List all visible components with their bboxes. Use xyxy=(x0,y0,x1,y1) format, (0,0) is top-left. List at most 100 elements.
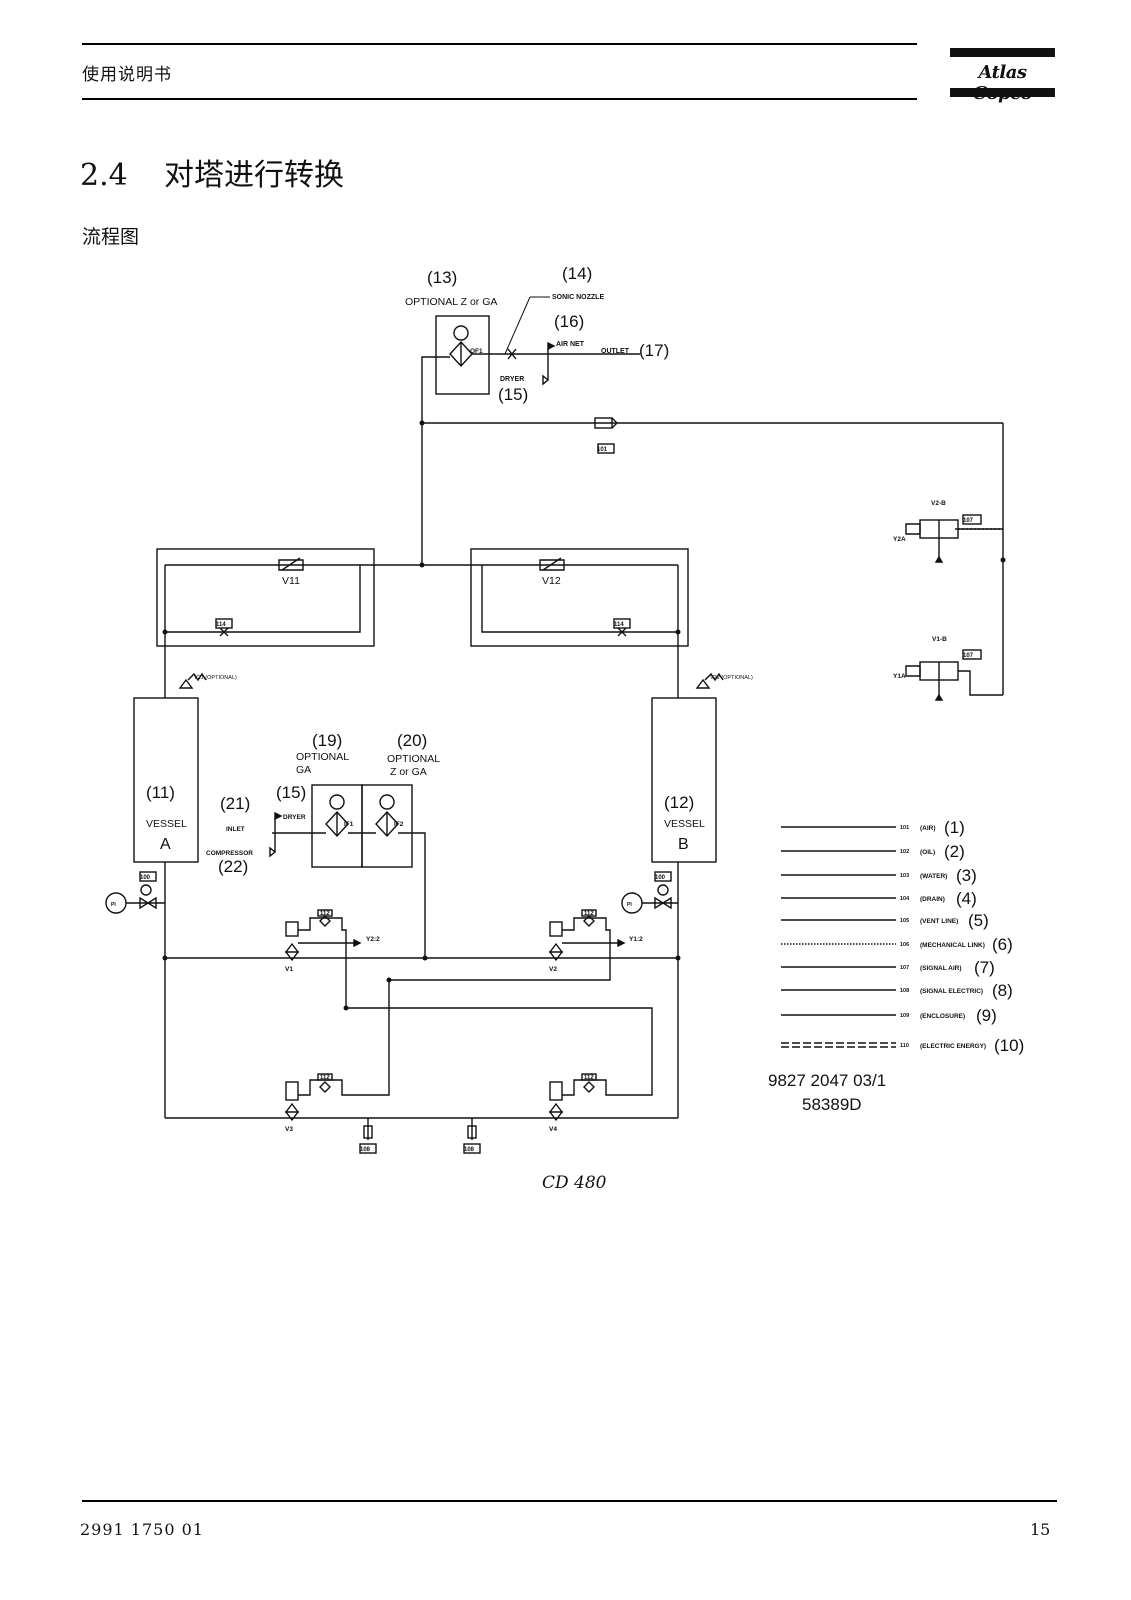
section-subtitle: 流程图 xyxy=(82,226,140,248)
y22-label: Y2:2 xyxy=(366,936,380,943)
legend-num: (6) xyxy=(992,935,1013,954)
v2b-label: V2-B xyxy=(931,500,946,507)
legend-code: 104 xyxy=(900,896,910,902)
callout-14-label: SONIC NOZZLE xyxy=(552,294,604,301)
legend-code: 105 xyxy=(900,918,909,924)
legend-code: 107 xyxy=(900,965,909,971)
v2-label: V2 xyxy=(549,966,557,973)
callout-13: (13) xyxy=(427,268,457,287)
legend-name: (AIR) xyxy=(920,825,936,832)
legend-num: (3) xyxy=(956,866,977,885)
legend-num: (8) xyxy=(992,981,1013,1000)
footer-rule xyxy=(82,1500,1057,1502)
tag-108b: 108 xyxy=(464,1147,475,1153)
tag-112a: 112 xyxy=(320,911,330,917)
callout-19-label2: GA xyxy=(296,764,311,776)
footer-doc-id: 2991 1750 01 xyxy=(80,1520,204,1539)
tag-112b: 112 xyxy=(584,911,594,917)
legend-code: 102 xyxy=(900,849,909,855)
tag-108a: 108 xyxy=(360,1147,371,1153)
callout-14: (14) xyxy=(562,264,592,283)
callout-12: (12) xyxy=(664,793,694,812)
tag-100a: 100 xyxy=(140,875,151,881)
page-number: 15 xyxy=(1030,1520,1051,1539)
callout-19: (19) xyxy=(312,731,342,750)
pi-gauge-1: PI xyxy=(111,902,116,908)
callout-21: (21) xyxy=(220,794,250,813)
callout-17-label: OUTLET xyxy=(601,348,630,355)
legend-num: (1) xyxy=(944,818,965,837)
callout-16: (16) xyxy=(554,312,584,331)
callout-21-label: INLET xyxy=(226,826,245,833)
pi-gauge-2: PI xyxy=(627,902,632,908)
legend-name: (SIGNAL ELECTRIC) xyxy=(920,988,983,995)
legend-name: (ELECTRIC ENERGY) xyxy=(920,1043,986,1050)
callout-15-mid-label: DRYER xyxy=(283,814,306,821)
y12-label: Y1:2 xyxy=(629,936,643,943)
callout-20: (20) xyxy=(397,731,427,750)
legend-num: (5) xyxy=(968,911,989,930)
v3-label: V3 xyxy=(285,1126,293,1133)
vessel-a-letter: A xyxy=(160,836,171,853)
v4-label: V4 xyxy=(549,1126,557,1133)
callout-15-mid: (15) xyxy=(276,783,306,802)
legend-name: (SIGNAL AIR) xyxy=(920,965,962,972)
callout-15-top-label: DRYER xyxy=(500,376,524,383)
callout-22-label: COMPRESSOR xyxy=(206,850,253,857)
callout-11: (11) xyxy=(146,783,175,802)
legend-code: 101 xyxy=(900,825,909,831)
brand-logo: Atlas Copco xyxy=(950,48,1055,104)
callout-19-label1: OPTIONAL xyxy=(296,751,349,763)
callout-16-label: AIR NET xyxy=(556,341,585,348)
legend: 101 (AIR) (1) 102 (OIL) (2) 103 (WATER) … xyxy=(900,818,1024,1055)
section-number: 2.4 xyxy=(80,158,128,193)
tag-107a: 107 xyxy=(963,518,974,524)
tag-114b: 114 xyxy=(614,622,624,628)
legend-code: 109 xyxy=(900,1013,909,1019)
callout-15-top: (15) xyxy=(498,385,528,404)
header-top-rule xyxy=(82,43,917,45)
tag-101: 101 xyxy=(597,447,608,453)
legend-code: 108 xyxy=(900,988,909,994)
v1b-label: V1-B xyxy=(932,636,947,643)
callout-13-label: OPTIONAL Z or GA xyxy=(405,296,497,308)
legend-name: (OIL) xyxy=(920,849,935,856)
header-bottom-rule xyxy=(82,98,917,100)
vessel-b-letter: B xyxy=(678,836,689,853)
tag-107b: 107 xyxy=(963,653,974,659)
legend-code: 106 xyxy=(900,942,909,948)
legend-num: (7) xyxy=(974,958,995,977)
if1-label: IF1 xyxy=(344,821,354,828)
of1-label: OF1 xyxy=(470,348,483,355)
v1-label: V1 xyxy=(285,966,293,973)
vessel-a-label: VESSEL xyxy=(146,818,187,830)
legend-name: (ENCLOSURE) xyxy=(920,1013,965,1020)
manual-title: 使用说明书 xyxy=(82,65,172,85)
legend-code: 110 xyxy=(900,1043,909,1049)
y2a-label: Y2A xyxy=(893,536,906,543)
legend-name: (DRAIN) xyxy=(920,896,945,903)
section-title: 2.4 对塔进行转换 xyxy=(80,150,344,194)
legend-num: (2) xyxy=(944,842,965,861)
legend-num: (10) xyxy=(994,1036,1024,1055)
if2-label: IF2 xyxy=(394,821,404,828)
legend-name: (MECHANICAL LINK) xyxy=(920,942,985,949)
tag-100b: 100 xyxy=(655,875,666,881)
callout-22: (22) xyxy=(218,857,248,876)
tag-112d: 112 xyxy=(584,1075,594,1081)
vessel-b-label: VESSEL xyxy=(664,818,705,830)
callout-20-label1: OPTIONAL xyxy=(387,753,440,765)
legend-name: (VENT LINE) xyxy=(920,918,958,925)
tag-112c: 112 xyxy=(320,1075,330,1081)
doc-number: 9827 2047 03/1 xyxy=(768,1071,886,1090)
figure-caption: CD 480 xyxy=(542,1173,607,1193)
v11-label: V11 xyxy=(282,575,300,587)
tag-114a: 114 xyxy=(216,622,226,628)
section-heading: 对塔进行转换 xyxy=(164,158,344,193)
v21-label: V21 (OPTIONAL) xyxy=(194,675,237,681)
v22-label: V22 (OPTIONAL) xyxy=(710,675,753,681)
callout-17: (17) xyxy=(639,341,669,360)
doc-code: 58389D xyxy=(802,1095,862,1114)
legend-num: (4) xyxy=(956,889,977,908)
